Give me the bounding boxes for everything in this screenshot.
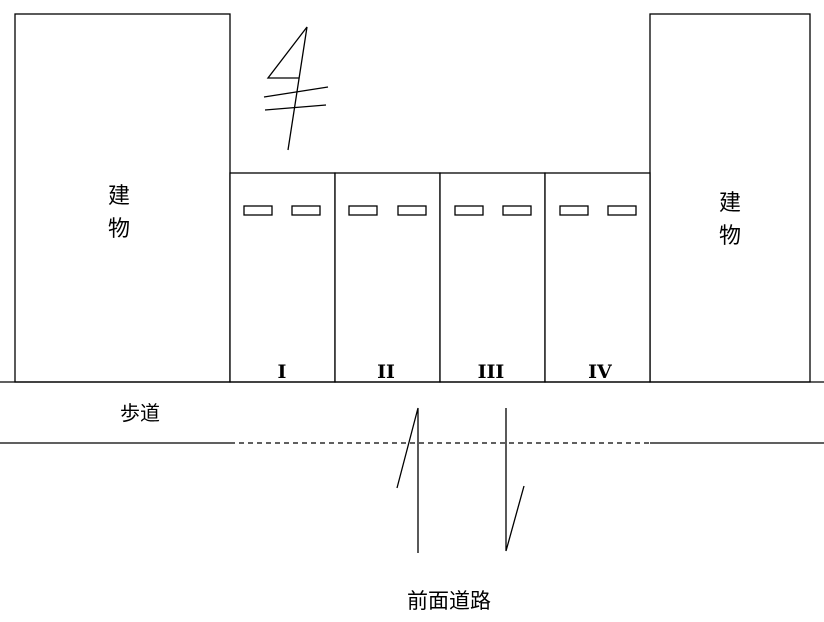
parking-block bbox=[291, 205, 321, 216]
parking-bay-outline bbox=[544, 172, 651, 383]
parking-block bbox=[348, 205, 378, 216]
parking-block bbox=[454, 205, 484, 216]
building-left: 建 物 bbox=[14, 13, 231, 383]
parking-block bbox=[397, 205, 427, 216]
parking-block bbox=[502, 205, 532, 216]
building-left-label-char-1: 建 bbox=[108, 184, 130, 209]
parking-bay-outline bbox=[229, 172, 336, 383]
parking-area: I II III IV bbox=[229, 172, 651, 383]
bay-label: I bbox=[278, 361, 287, 383]
building-right-label-char-2: 物 bbox=[719, 224, 741, 249]
lightning-arrow-icon bbox=[396, 407, 525, 553]
building-right-outline bbox=[649, 13, 811, 383]
vehicle-path-in-arrow bbox=[396, 407, 419, 553]
parking-block bbox=[607, 205, 637, 216]
building-left-outline bbox=[14, 13, 231, 383]
parking-bay-1: I bbox=[229, 172, 336, 383]
bay-label: IV bbox=[588, 361, 613, 383]
parking-block bbox=[243, 205, 273, 216]
building-right: 建 物 bbox=[649, 13, 811, 383]
building-right-label-char-1: 建 bbox=[719, 191, 741, 216]
parking-block bbox=[559, 205, 589, 216]
parking-bay-4: IV bbox=[544, 172, 651, 383]
vehicle-path-out-arrow bbox=[505, 408, 525, 552]
parking-bay-outline bbox=[334, 172, 441, 383]
parking-bay-2: II bbox=[334, 172, 441, 383]
north-arrow-icon bbox=[263, 26, 329, 151]
sidewalk-label: 歩道 bbox=[120, 401, 160, 425]
north-arrow-stroke bbox=[266, 26, 308, 151]
parking-bay-outline bbox=[439, 172, 546, 383]
parking-bay-3: III bbox=[439, 172, 546, 383]
bay-label: II bbox=[377, 361, 395, 383]
road-label: 前面道路 bbox=[407, 589, 491, 613]
north-arrow-bar-bottom bbox=[264, 104, 327, 111]
north-arrow-bar-top bbox=[263, 86, 329, 98]
sidewalk: 歩道 bbox=[0, 381, 824, 425]
building-left-label-char-2: 物 bbox=[108, 217, 130, 242]
bay-label: III bbox=[478, 361, 505, 383]
